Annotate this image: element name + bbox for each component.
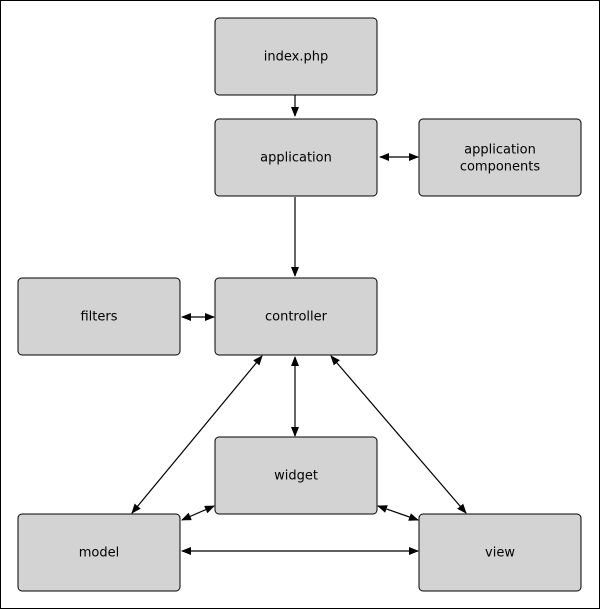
edge-controller-view <box>330 355 467 514</box>
node-label: widget <box>274 469 318 484</box>
node-label: application <box>260 151 332 166</box>
node-view: view <box>418 513 582 592</box>
node-model: model <box>17 513 181 592</box>
edge-widget-model <box>181 505 215 521</box>
node-label: view <box>485 546 515 561</box>
edges <box>131 95 467 555</box>
edge-widget-view <box>377 505 419 521</box>
node-label: controller <box>265 310 328 325</box>
node-controller: controller <box>214 277 378 356</box>
node-label: filters <box>80 310 117 325</box>
edge-controller-model <box>131 355 263 514</box>
node-index-php: index.php <box>214 17 378 96</box>
node-filters: filters <box>17 277 181 356</box>
node-label: model <box>79 546 119 561</box>
node-application-components: application components <box>418 118 582 197</box>
node-widget: widget <box>214 436 378 515</box>
node-label: index.php <box>264 50 328 65</box>
node-label-line-1: application <box>464 143 536 158</box>
node-application: application <box>214 118 378 197</box>
node-label-line-2: components <box>460 160 541 175</box>
